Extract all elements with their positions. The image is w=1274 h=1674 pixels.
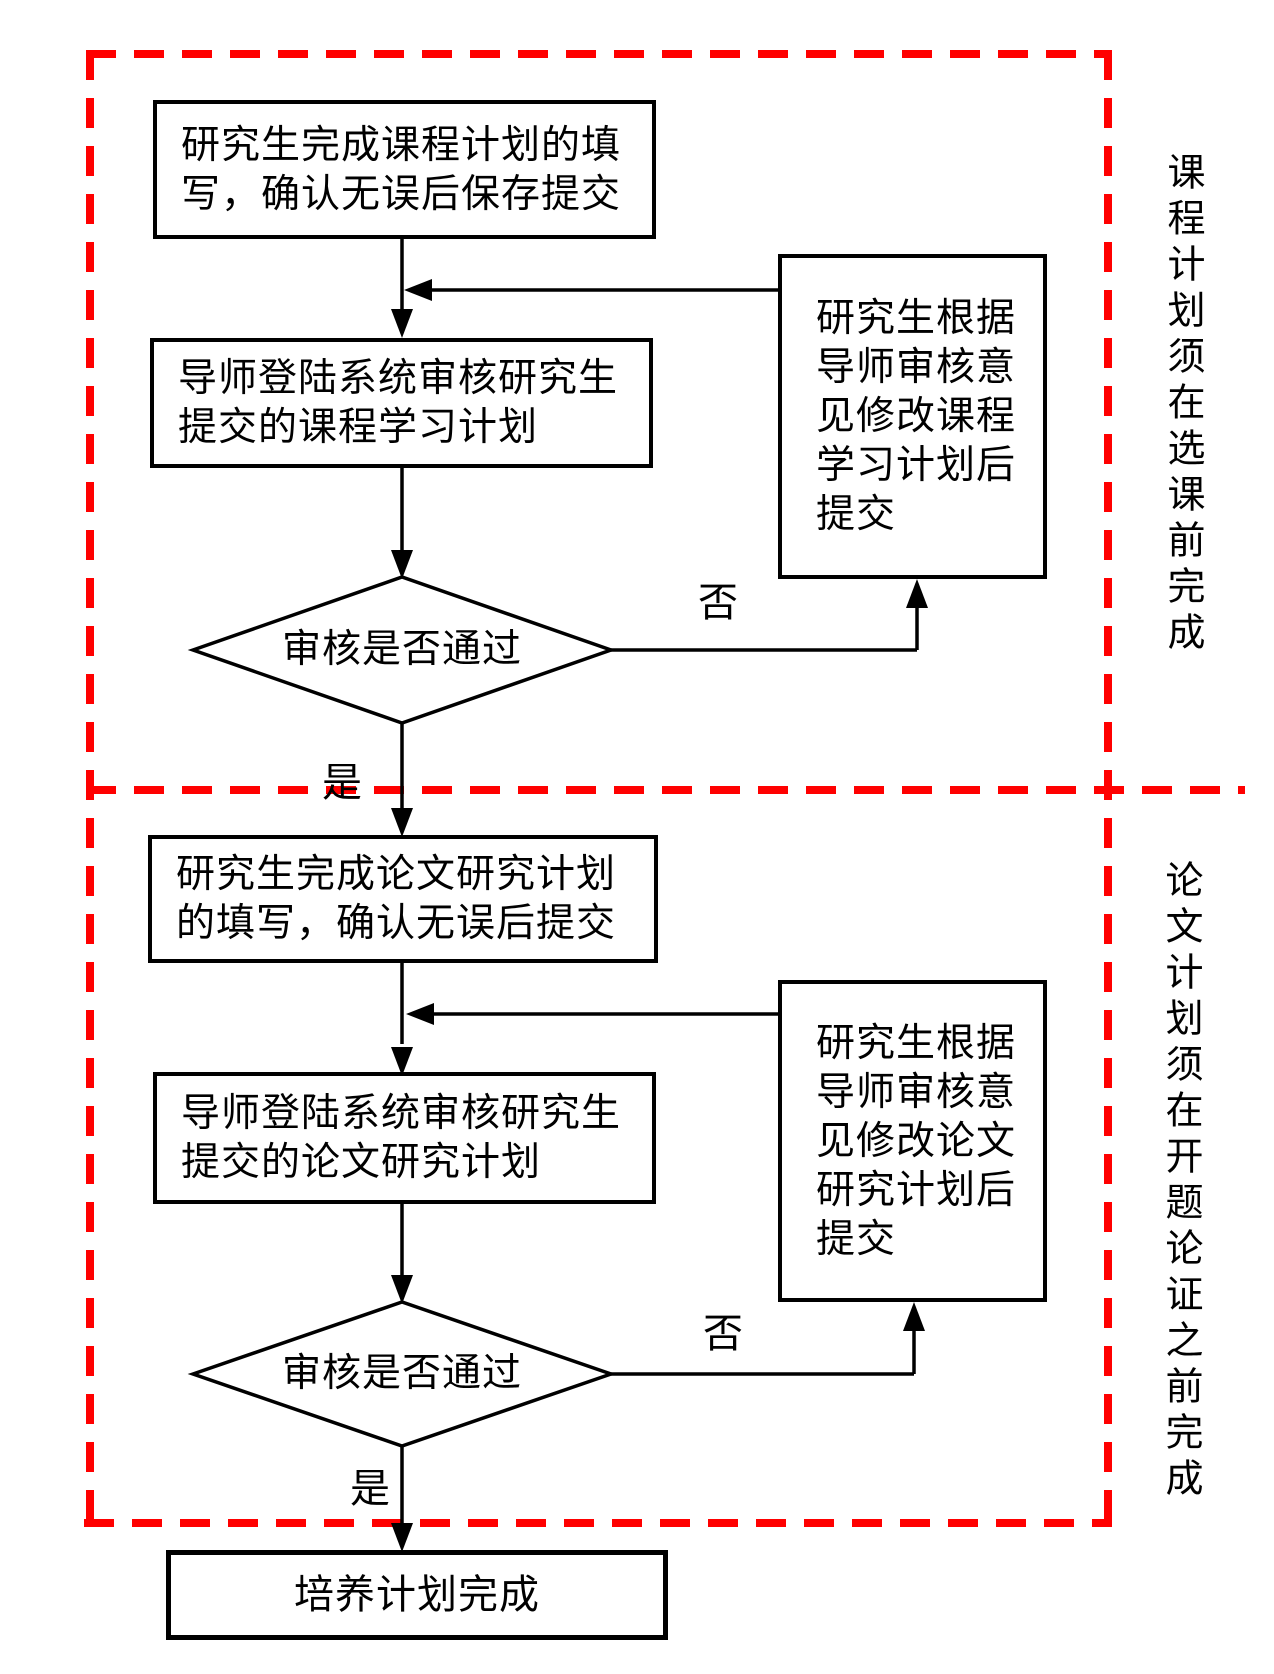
- arrowheads: [391, 279, 928, 1552]
- side-note-course: 课程计划须在选课前完成: [1161, 152, 1203, 658]
- region-dashed-borders: [84, 50, 1245, 1527]
- branch-no-course: 否: [698, 581, 738, 625]
- step-thesis-fill: 研究生完成论文研究计划 的填写，确认无误后提交: [148, 835, 658, 963]
- arrow-course-feedback-merge: [404, 279, 432, 301]
- branch-no-thesis: 否: [703, 1312, 743, 1356]
- arrow-into-course-revise: [906, 579, 928, 608]
- arrow-into-final: [391, 1523, 413, 1552]
- side-note-thesis: 论文计划须在开题论证之前完成: [1159, 860, 1201, 1504]
- step-course-review: 导师登陆系统审核研究生 提交的课程学习计划: [150, 338, 653, 468]
- arrow-into-course-decision: [391, 550, 413, 579]
- arrow-thesis-feedback-merge: [406, 1003, 434, 1025]
- step-course-fill: 研究生完成课程计划的填 写，确认无误后保存提交: [153, 100, 656, 239]
- decision-diamond-course: [187, 575, 617, 725]
- branch-yes-thesis: 是: [350, 1467, 390, 1511]
- arrow-into-thesis-fill: [391, 808, 413, 837]
- step-final-complete: 培养计划完成: [166, 1550, 668, 1640]
- step-thesis-revise: 研究生根据 导师审核意 见修改论文 研究计划后 提交: [778, 980, 1047, 1302]
- arrow-into-thesis-decision: [391, 1275, 413, 1304]
- branch-yes-course: 是: [322, 761, 362, 805]
- decision-course-label: 审核是否通过: [281, 628, 522, 671]
- step-thesis-review: 导师登陆系统审核研究生 提交的论文研究计划: [153, 1072, 656, 1204]
- connector-lines: [400, 239, 919, 1524]
- arrow-into-thesis-revise: [903, 1302, 925, 1331]
- arrow-into-course-review: [391, 309, 413, 338]
- step-course-revise: 研究生根据 导师审核意 见修改课程 学习计划后 提交: [778, 254, 1047, 579]
- decision-thesis-label: 审核是否通过: [281, 1352, 522, 1395]
- arrow-into-thesis-review: [391, 1047, 413, 1076]
- decision-diamond-thesis: [187, 1300, 617, 1448]
